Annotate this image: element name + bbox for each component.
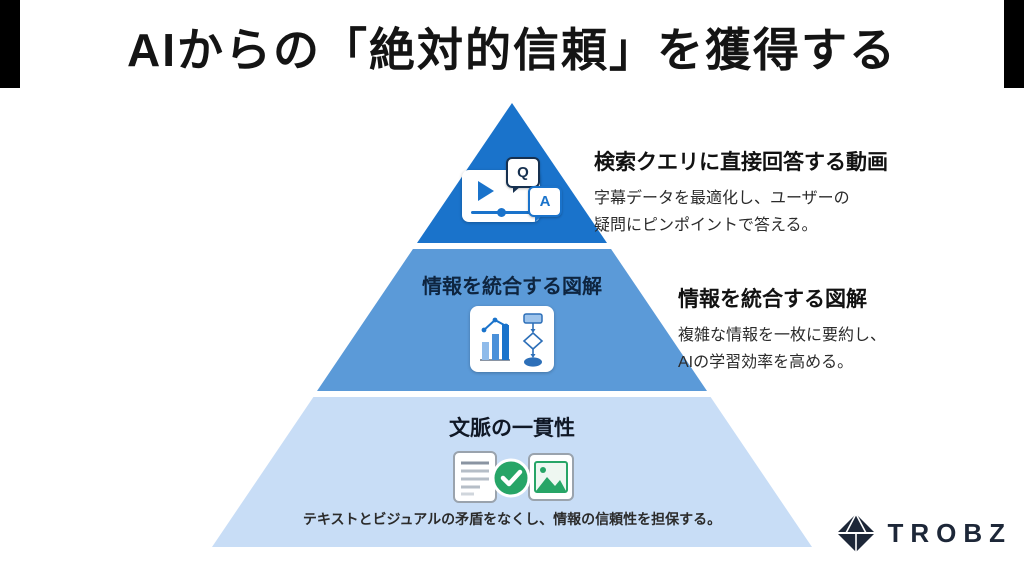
- video-progress-bar: [471, 208, 531, 217]
- page-title: AIからの「絶対的信頼」を獲得する: [127, 24, 897, 76]
- answer-bubble-icon: A: [528, 186, 562, 222]
- chart-flowchart-svg: [480, 313, 544, 367]
- letterbox-bar-right: [1004, 0, 1024, 88]
- bubble-tail: [513, 186, 521, 193]
- play-icon: [478, 181, 494, 201]
- tier2-label: 情報を統合する図解: [422, 276, 602, 298]
- tier3-label: 文脈の一貫性: [449, 417, 575, 440]
- check-circle-icon: [491, 458, 531, 503]
- tier3-caption: テキストとビジュアルの矛盾をなくし、情報の信頼性を担保する。: [302, 511, 722, 527]
- image-icon: [527, 452, 575, 507]
- check-circle-svg: [491, 458, 531, 498]
- annotation-video-line1: 字幕データを最適化し、ユーザーの: [594, 190, 850, 207]
- answer-bubble-letter: A: [539, 193, 551, 210]
- annotation-diagram-line1: 複雑な情報を一枚に要約し、: [678, 327, 887, 344]
- annotation-video: 検索クエリに直接回答する動画 字幕データを最適化し、ユーザーの 疑問にピンポイン…: [594, 146, 888, 239]
- document-icon: [452, 450, 498, 509]
- annotation-video-title: 検索クエリに直接回答する動画: [594, 151, 888, 174]
- document-svg: [453, 451, 497, 503]
- question-bubble-letter: Q: [517, 164, 529, 181]
- annotation-diagram: 情報を統合する図解 複雑な情報を一枚に要約し、 AIの学習効率を高める。: [678, 283, 886, 376]
- annotation-diagram-line2: AIの学習効率を高める。: [678, 354, 854, 371]
- video-progress-dot: [497, 208, 506, 217]
- question-bubble-icon: Q: [506, 157, 540, 193]
- trobz-logo: TROBZ: [835, 512, 1012, 554]
- letterbox-bar-left: [0, 0, 20, 88]
- annotation-diagram-title: 情報を統合する図解: [678, 288, 867, 311]
- chart-flowchart-icon: [470, 306, 554, 372]
- annotation-video-line2: 疑問にピンポイントで答える。: [594, 217, 818, 234]
- image-svg: [528, 453, 574, 501]
- trobz-logo-mark-icon: [837, 513, 876, 552]
- bubble-tail: [535, 215, 543, 222]
- trobz-logo-text: TROBZ: [887, 517, 1012, 548]
